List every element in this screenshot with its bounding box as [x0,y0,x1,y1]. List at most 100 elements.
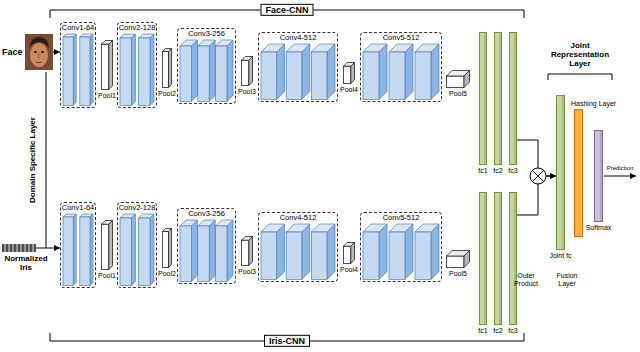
feature-map [415,224,439,279]
face-mouth [36,62,42,64]
layer-label: Pool5 [449,90,467,98]
feature-map-top [216,220,233,226]
pool-side [464,71,470,88]
feature-map-top [363,44,387,52]
conv-illustration [259,43,337,100]
feature-map [80,34,93,105]
feature-map-front [120,38,131,105]
pool-slab [446,70,470,88]
feature-map-top [198,40,215,46]
feature-map-top [389,224,413,232]
layer-bar [494,192,502,325]
conv-block: Conv4-512 [258,32,338,102]
feature-map-top [120,214,135,218]
feature-map-front [363,52,379,99]
annotation-label: Joint Representation Layer [547,41,613,69]
feature-map-front [63,217,73,285]
feature-map-top [180,40,197,46]
layer-bar [479,32,487,165]
feature-map-front [286,232,302,279]
annotation-label: Domain Specific Layer [28,117,37,203]
feature-map-front [198,226,209,281]
iris-strip [2,244,4,252]
connector-arrow [53,52,60,53]
pool-slab [446,250,470,268]
pool-slab [162,228,172,268]
layer-label: Conv4-512 [259,33,337,43]
pool-front [242,60,249,85]
feature-map-top [198,220,215,226]
layer-label: Conv1-64 [61,23,95,33]
feature-map-top [261,224,285,232]
feature-map-front [216,46,227,101]
layer-label: Joint fc [549,252,571,260]
pool-side [109,221,113,270]
conv-block: Conv4-512 [258,212,338,282]
pool-front [102,44,109,89]
layer-label: Pool4 [340,86,358,94]
feature-map [120,214,135,285]
dense-layer: Joint fc [549,95,571,260]
pool-slab [162,48,172,88]
pool-layer: Pool1 [98,220,116,280]
feature-map-top [286,44,310,52]
pool-side [351,243,355,264]
face-eye [40,51,43,53]
layer-label: Conv2-128 [118,203,156,213]
pool-layer: Pool4 [340,242,358,274]
feature-map-front [80,217,90,285]
feature-map-side [131,214,135,285]
pool-side [464,251,470,268]
pool-front [102,224,109,269]
pool-slab [343,242,355,264]
feature-map-top [261,44,285,52]
dense-layer: fc1 [478,192,487,335]
outer-product-symbol [530,168,546,184]
pool-front [447,256,465,268]
feature-map-side [150,214,154,285]
pool-layer: Pool2 [158,48,176,98]
feature-map-side [277,44,285,99]
layer-label: Conv1-64 [61,203,95,213]
pool-slab [101,40,113,90]
feature-map-side [277,224,285,279]
feature-map-front [216,226,227,281]
pool-slab [241,56,253,86]
layer-label: Pool2 [158,90,176,98]
feature-map [63,214,76,285]
feature-map-top [415,44,439,52]
iris-strip [6,244,8,252]
layer-label: fc1 [478,167,487,175]
iris-strip [4,244,6,252]
layer-label: Hashing Layer [571,100,616,108]
feature-map-front [139,218,150,285]
feature-map-front [198,46,209,101]
feature-map [198,220,215,281]
feature-map-side [431,44,439,99]
pool-layer: Pool4 [340,62,358,94]
pool-side [249,237,253,266]
pool-layer: Pool2 [158,228,176,278]
feature-map [120,34,135,105]
feature-map-front [389,52,405,99]
feature-map-top [139,34,154,38]
feature-map-top [120,34,135,38]
layer-label: Pool1 [98,272,116,280]
feature-map-top [311,44,335,52]
layer-label: Face [2,47,23,57]
face-skin [30,43,48,67]
feature-map [389,224,413,279]
pool-front [344,66,351,83]
conv-block: Conv2-128 [117,202,157,288]
feature-map [63,34,76,105]
layer-label: fc3 [508,327,517,335]
conv-illustration [178,219,235,282]
iris-strip [30,244,32,252]
conv-block: Conv2-128 [117,22,157,108]
feature-map-front [261,232,277,279]
feature-map [415,44,439,99]
face-hair [29,37,49,48]
iris-strip [34,244,36,252]
feature-map-side [150,34,154,105]
